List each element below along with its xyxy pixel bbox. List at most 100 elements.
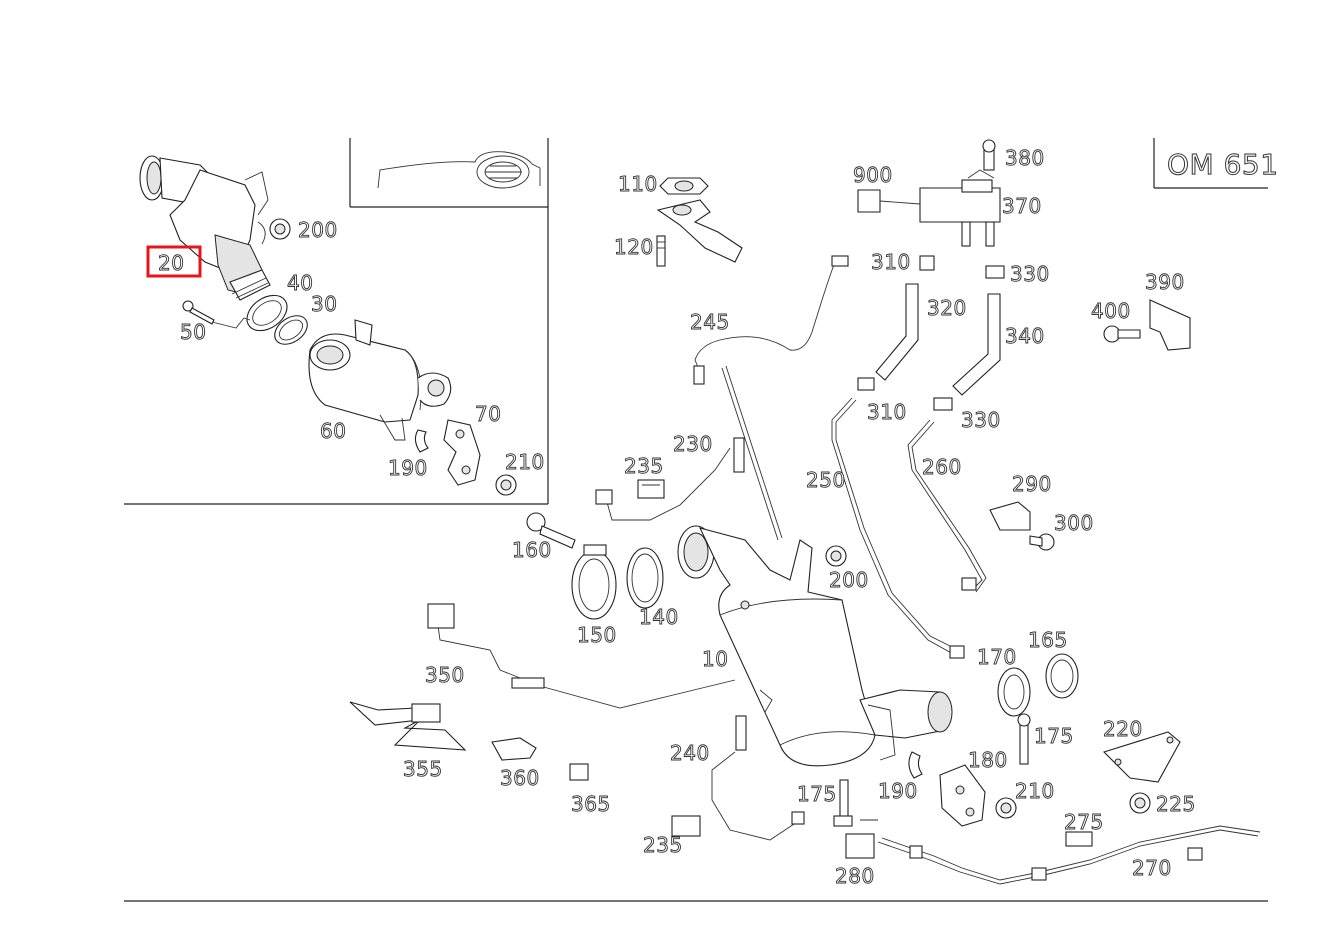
- part-120-stud[interactable]: [656, 235, 666, 267]
- part-label-140[interactable]: 140: [639, 605, 679, 630]
- part-label-240[interactable]: 240: [670, 741, 710, 766]
- part-label-310-lower[interactable]: 310: [867, 400, 907, 425]
- part-380-screw[interactable]: [982, 139, 996, 171]
- part-140-seal-ring[interactable]: [626, 547, 664, 609]
- part-900-tag[interactable]: [857, 189, 921, 213]
- part-230-temp-sensor[interactable]: [595, 437, 745, 521]
- part-label-70[interactable]: 70: [475, 402, 502, 427]
- part-label-245[interactable]: 245: [690, 310, 730, 335]
- part-110-gasket[interactable]: [659, 177, 709, 195]
- part-label-210-inset[interactable]: 210: [505, 450, 545, 475]
- part-label-220[interactable]: 220: [1103, 717, 1143, 742]
- part-label-350[interactable]: 350: [425, 663, 465, 688]
- part-180-bracket[interactable]: [939, 764, 986, 827]
- part-label-175-right[interactable]: 175: [1034, 724, 1074, 749]
- part-190-clip-inset[interactable]: [414, 429, 429, 453]
- part-label-175-left[interactable]: 175: [797, 782, 837, 807]
- part-170-clamp[interactable]: [997, 667, 1031, 717]
- part-330-clamp-upper[interactable]: [985, 265, 1005, 279]
- part-label-170[interactable]: 170: [977, 645, 1017, 670]
- part-320-hose[interactable]: [875, 283, 919, 381]
- egr-pipe-section[interactable]: [656, 199, 743, 263]
- part-150-clamp[interactable]: [571, 544, 617, 620]
- part-275-clip[interactable]: [1065, 831, 1093, 847]
- part-label-200-inset[interactable]: 200: [298, 218, 338, 243]
- part-365-clip[interactable]: [569, 763, 589, 781]
- part-label-900[interactable]: 900: [853, 163, 893, 188]
- part-label-365[interactable]: 365: [571, 792, 611, 817]
- part-165-seal-ring[interactable]: [1045, 653, 1079, 699]
- part-label-330-upper[interactable]: 330: [1010, 262, 1050, 287]
- part-label-235-upper[interactable]: 235: [624, 454, 664, 479]
- part-label-275[interactable]: 275: [1064, 810, 1104, 835]
- part-340-hose[interactable]: [952, 293, 1001, 396]
- part-240-temp-sensor[interactable]: [711, 715, 805, 841]
- part-360-bracket[interactable]: [491, 737, 537, 761]
- part-290-bracket[interactable]: [989, 501, 1031, 531]
- part-160-bolt[interactable]: [526, 512, 576, 549]
- part-label-330-lower[interactable]: 330: [961, 408, 1001, 433]
- part-310-clamp-upper[interactable]: [919, 255, 935, 271]
- part-label-355[interactable]: 355: [403, 757, 443, 782]
- part-label-390[interactable]: 390: [1145, 270, 1185, 295]
- part-label-235-lower[interactable]: 235: [643, 833, 683, 858]
- part-260-pressure-pipe[interactable]: [907, 419, 987, 593]
- part-label-50[interactable]: 50: [180, 320, 207, 345]
- part-220-bracket[interactable]: [1102, 731, 1181, 783]
- part-200-nut-inset[interactable]: [269, 218, 291, 240]
- part-350-sensor-cable[interactable]: [427, 603, 736, 709]
- part-label-40[interactable]: 40: [287, 271, 314, 296]
- part-label-190-main[interactable]: 190: [878, 779, 918, 804]
- part-210-nut-inset[interactable]: [495, 474, 517, 496]
- part-390-bracket[interactable]: [1149, 299, 1191, 351]
- part-label-190-inset[interactable]: 190: [388, 456, 428, 481]
- part-label-380[interactable]: 380: [1005, 146, 1045, 171]
- part-50-bolt[interactable]: [182, 300, 251, 329]
- part-label-340[interactable]: 340: [1005, 324, 1045, 349]
- part-label-200-main[interactable]: 200: [829, 568, 869, 593]
- part-280-sensor-connector[interactable]: [845, 819, 878, 859]
- part-label-370[interactable]: 370: [1002, 194, 1042, 219]
- part-235-clip-lower[interactable]: [671, 815, 701, 837]
- part-10-particulate-filter[interactable]: [677, 525, 953, 767]
- part-label-160[interactable]: 160: [512, 538, 552, 563]
- part-label-120[interactable]: 120: [614, 235, 654, 260]
- part-175-bolt-left[interactable]: [833, 779, 853, 827]
- part-370-pressure-sensor[interactable]: [919, 169, 1001, 247]
- part-60-particulate-filter-inset[interactable]: [308, 319, 452, 441]
- part-label-250[interactable]: 250: [806, 468, 846, 493]
- part-label-290[interactable]: 290: [1012, 472, 1052, 497]
- part-20-inlet-catalyst[interactable]: [139, 155, 271, 301]
- part-245-sensor-line[interactable]: [693, 255, 849, 541]
- part-label-60[interactable]: 60: [320, 419, 347, 444]
- part-330-clamp-lower[interactable]: [933, 397, 953, 411]
- part-label-110[interactable]: 110: [618, 172, 658, 197]
- part-label-280[interactable]: 280: [835, 864, 875, 889]
- part-225-nut[interactable]: [1129, 792, 1151, 814]
- part-355-heat-shield[interactable]: [349, 701, 467, 751]
- part-270-wiring-harness[interactable]: [877, 825, 1261, 885]
- part-400-bolt[interactable]: [1103, 325, 1141, 343]
- part-label-10[interactable]: 10: [702, 647, 729, 672]
- part-175-bolt-right[interactable]: [1017, 713, 1031, 765]
- part-40-gasket-clamp[interactable]: [240, 288, 293, 338]
- part-label-310-upper[interactable]: 310: [871, 250, 911, 275]
- part-label-230[interactable]: 230: [673, 432, 713, 457]
- part-label-150[interactable]: 150: [577, 623, 617, 648]
- part-30-seal-ring[interactable]: [269, 310, 312, 350]
- part-200-nut-main[interactable]: [825, 545, 847, 567]
- part-label-300[interactable]: 300: [1054, 511, 1094, 536]
- part-label-165[interactable]: 165: [1028, 628, 1068, 653]
- part-190-clip-main[interactable]: [908, 751, 923, 779]
- part-label-225[interactable]: 225: [1156, 792, 1196, 817]
- part-300-bolt[interactable]: [1029, 533, 1055, 551]
- part-70-bracket-inset[interactable]: [443, 419, 481, 486]
- part-label-20[interactable]: 20: [158, 251, 185, 276]
- part-label-260[interactable]: 260: [922, 455, 962, 480]
- part-label-270[interactable]: 270: [1132, 856, 1172, 881]
- part-label-400[interactable]: 400: [1091, 299, 1131, 324]
- part-label-210-main[interactable]: 210: [1015, 779, 1055, 804]
- part-210-nut-main[interactable]: [995, 797, 1017, 819]
- part-250-pressure-pipe[interactable]: [831, 397, 965, 659]
- part-235-clip-upper[interactable]: [637, 479, 665, 499]
